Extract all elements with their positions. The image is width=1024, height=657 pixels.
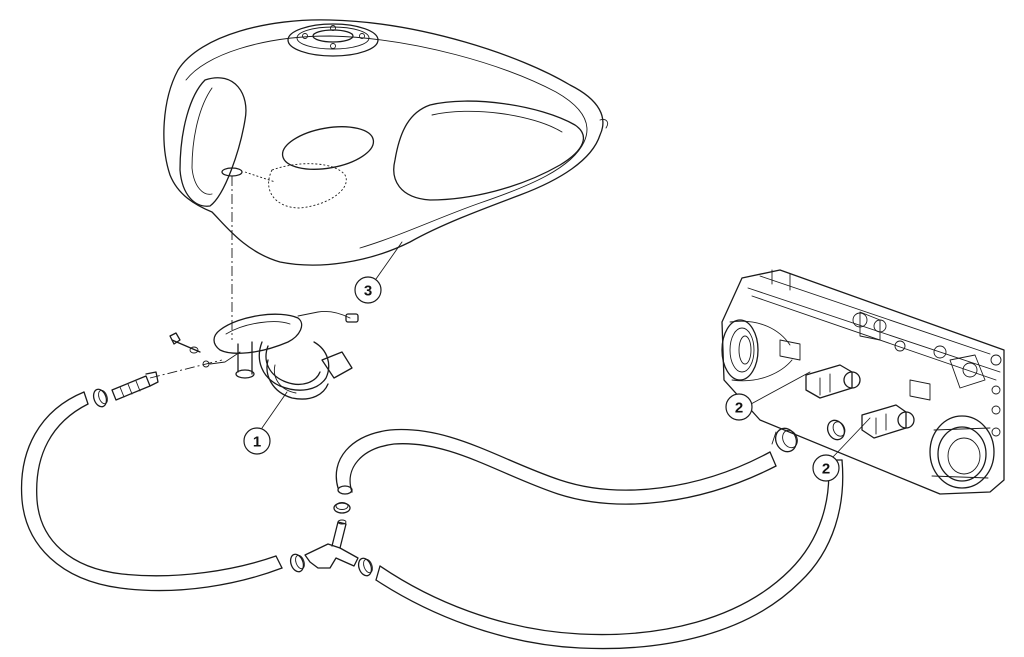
fuel-pump [202, 311, 359, 400]
quick-connector [111, 371, 159, 401]
hose-clamp [826, 419, 846, 441]
callout-hose-clamp-right: 2 [812, 417, 871, 482]
hose-clamp [289, 553, 305, 573]
callout-label: 3 [364, 283, 372, 300]
callout-hose-clamp-left: 2 [725, 371, 811, 421]
throttle-body-assembly [721, 269, 1005, 495]
fuel-hose-right-branch [375, 459, 844, 650]
fuel-hose-supply [20, 391, 283, 592]
hose-clamp [92, 388, 108, 408]
hose-clamp [771, 427, 798, 453]
callout-label: 2 [822, 461, 830, 478]
callout-fuel-tank: 3 [354, 241, 403, 304]
hose-clamp [357, 557, 373, 577]
t-fitting [304, 519, 359, 569]
hose-clamp [333, 502, 351, 514]
mounting-bolt [169, 332, 201, 354]
callout-fuel-pump: 1 [243, 391, 288, 455]
moto-guzzi-badge: MOTO GUZZI [281, 126, 375, 170]
callout-label: 2 [735, 400, 743, 417]
callout-label: 1 [253, 434, 261, 451]
fuel-tank: MOTO GUZZI [163, 19, 609, 266]
filler-cap [287, 23, 379, 57]
fuel-hose-left-branch [335, 428, 777, 505]
pump-outlet-centerline [149, 359, 223, 379]
